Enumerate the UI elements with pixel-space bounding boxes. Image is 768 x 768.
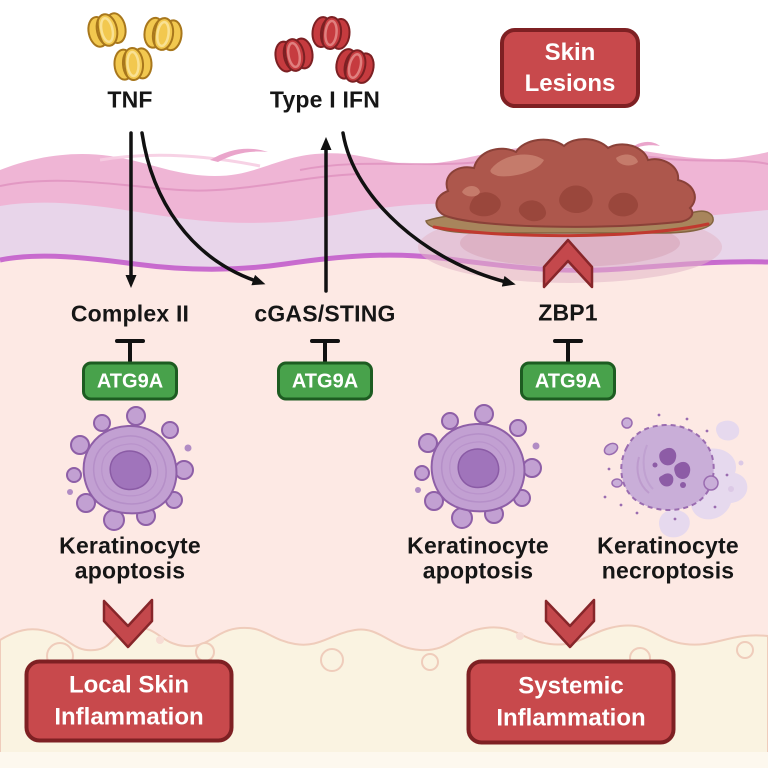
skin-lesion-mound [425,138,714,238]
atg9a-badge-cgas-sting: ATG9A [277,361,373,401]
atg9a-badge-zbp1: ATG9A [520,361,616,401]
type-i-ifn-label: Type I IFN [269,86,381,113]
zbp1-label: ZBP1 [538,299,598,326]
atg9a-badge-complex-ii: ATG9A [82,361,178,401]
systemic-inflammation-badge: Systemic Inflammation [466,659,676,745]
inhibition-bar-cgas-sting [310,339,340,363]
arrow-tnf-to-cgas-sting [140,131,266,286]
keratinocyte-necroptosis-label: Keratinocyte necroptosis [597,532,739,584]
local-skin-inflammation-badge: Local Skin Inflammation [24,659,234,743]
red-chevron-down-right [544,598,596,649]
complex-ii-label: Complex II [70,300,190,327]
keratinocyte-apoptosis-label-right: Keratinocyte apoptosis [407,532,549,584]
keratinocyte-apoptosis-label-left: Keratinocyte apoptosis [59,532,201,584]
arrow-ifn-to-zbp1 [341,131,516,287]
cgas-sting-label: cGAS/STING [254,300,396,327]
skin-lesions-badge: Skin Lesions [500,28,640,108]
red-chevron-up-to-lesion [542,238,594,289]
red-chevron-down-left [102,598,154,649]
inhibition-bar-complex-ii [115,339,145,363]
inhibition-bar-zbp1 [553,339,583,363]
tnf-label: TNF [107,86,153,113]
